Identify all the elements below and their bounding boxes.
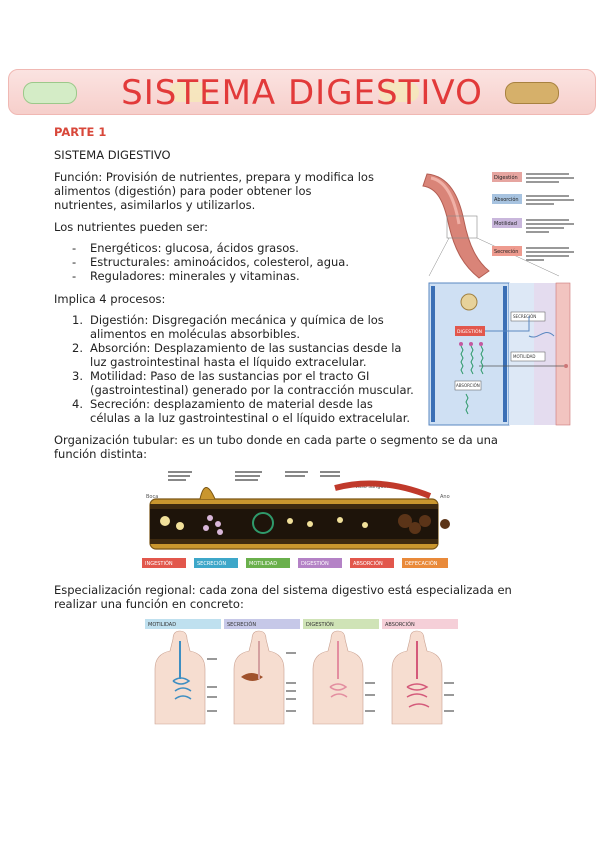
item-text: Secreción: desplazamiento de material de… — [90, 397, 411, 425]
side-label-ano: Ano — [440, 494, 450, 500]
tag-label-ingestion: INGESTIÓN — [145, 560, 173, 567]
figure-regional: MOTILIDAD SECRECIÓN DIGESTIÓN ABSORCIÓN — [145, 619, 460, 727]
header-label-motilidad: MOTILIDAD — [148, 622, 176, 628]
tag-defecacion — [402, 558, 448, 568]
absorption-arrows — [460, 345, 484, 415]
inner-tag-digestion — [455, 326, 485, 336]
list-item: 2. Absorción: Desplazamiento de las susta… — [54, 341, 414, 369]
page-title: SISTEMA DIGESTIVO — [121, 73, 483, 113]
vesicle — [460, 293, 478, 311]
procesos-intro: Implica 4 procesos: — [54, 292, 166, 306]
section-heading: PARTE 1 — [54, 125, 107, 139]
header-secrecion — [224, 619, 300, 629]
inner-tag-absorcion — [454, 380, 482, 391]
figure-tubular: Boca Ano Vaso sanguíneo INGESTIÓN SECREC… — [140, 466, 460, 574]
legend-label-absorcion: Absorción — [494, 196, 519, 203]
especializacion-paragraph: Especialización regional: cada zona del … — [54, 583, 512, 611]
decor-pill-right — [505, 82, 559, 104]
tag-absorcion — [350, 558, 394, 568]
header-label-secrecion: SECRECIÓN — [227, 621, 256, 628]
tag-digestion — [298, 558, 342, 568]
nutrientes-list: Energéticos: glucosa, ácidos grasos. Est… — [54, 241, 384, 283]
tag-label-absorcion: ABSORCIÓN — [353, 560, 383, 567]
motility-arrow — [252, 512, 274, 534]
tag-label-secrecion: SECRECIÓN — [197, 560, 226, 567]
header-absorcion — [382, 619, 458, 629]
torso-absorcion — [391, 630, 443, 725]
decor-pill-mid-2 — [379, 82, 419, 102]
item-number: 4. — [72, 397, 83, 411]
process-legend: Digestión Absorción Motilidad Secreción — [492, 172, 574, 261]
list-item: 4. Secreción: desplazamiento de material … — [54, 397, 414, 425]
list-item: Reguladores: minerales y vitaminas. — [54, 269, 384, 283]
organizacion-paragraph: Organización tubular: es un tubo donde e… — [54, 433, 498, 461]
tag-label-digestion: DIGESTIÓN — [301, 560, 329, 567]
header-digestion — [303, 619, 379, 629]
item-text: Digestión: Disgregación mecánica y quími… — [90, 313, 384, 341]
legend-text-lines — [526, 173, 574, 261]
inner-tag-motilidad — [510, 351, 546, 362]
legend-label-secrecion: Secreción — [494, 248, 518, 255]
tag-ingestion — [142, 558, 186, 568]
header-motilidad — [145, 619, 221, 629]
legend-swatch-secrecion — [492, 246, 522, 256]
feces — [398, 514, 450, 534]
legend-label-motilidad: Motilidad — [494, 221, 517, 227]
tag-secrecion — [194, 558, 238, 568]
item-text: Absorción: Desplazamiento de las sustanc… — [90, 341, 402, 369]
inner-label-digestion: DIGESTIÓN — [457, 328, 482, 335]
legend-label-digestion: Digestión — [494, 174, 518, 181]
inner-tag-secrecion — [510, 311, 546, 322]
tag-label-motilidad: MOTILIDAD — [249, 561, 277, 567]
decor-pill-left — [23, 82, 77, 104]
organ-label-lines — [207, 652, 454, 712]
tag-motilidad — [246, 558, 290, 568]
region-headers: MOTILIDAD SECRECIÓN DIGESTIÓN ABSORCIÓN — [145, 619, 458, 629]
inner-label-secrecion: SECRECIÓN — [513, 314, 536, 319]
tag-label-defecacion: DEFECACIÓN — [405, 560, 438, 567]
procesos-list: 1. Digestión: Disgregación mecánica y quí… — [54, 313, 414, 425]
item-number: 3. — [72, 369, 83, 383]
list-item: 3. Motilidad: Paso de las sustancias por … — [54, 369, 414, 397]
legend-swatch-absorcion — [492, 194, 522, 204]
list-item: 1. Digestión: Disgregación mecánica y quí… — [54, 313, 414, 341]
inner-label-absorcion: ABSORCIÓN — [456, 383, 480, 388]
item-number: 1. — [72, 313, 83, 327]
funcion-paragraph: Función: Provisión de nutrientes, prepar… — [54, 170, 374, 212]
title-banner: SISTEMA DIGESTIVO — [8, 69, 596, 115]
figure-annotation-lines — [168, 471, 340, 481]
molecules — [459, 342, 483, 346]
list-item: Estructurales: aminoácidos, colesterol, … — [54, 255, 384, 269]
cell-wall — [431, 286, 507, 422]
item-number: 2. — [72, 341, 83, 355]
gland — [199, 487, 216, 500]
decor-pill-mid-1 — [169, 82, 209, 102]
legend-swatch-digestion — [492, 172, 522, 182]
torso-secrecion — [233, 630, 285, 725]
food-particles — [160, 516, 368, 530]
inner-label-motilidad: MOTILIDAD — [513, 354, 535, 359]
legend-swatch-motilidad — [492, 218, 522, 228]
header-label-absorcion: ABSORCIÓN — [385, 621, 415, 628]
blood-vessel — [334, 480, 432, 499]
subtitle: SISTEMA DIGESTIVO — [54, 148, 171, 162]
item-text: Motilidad: Paso de las sustancias por el… — [90, 369, 414, 397]
side-label-boca: Boca — [146, 494, 158, 500]
header-label-digestion: DIGESTIÓN — [306, 621, 334, 628]
nutrientes-intro: Los nutrientes pueden ser: — [54, 220, 208, 234]
process-tags: INGESTIÓN SECRECIÓN MOTILIDAD DIGESTIÓN … — [142, 558, 448, 568]
torso-digestion — [312, 630, 364, 725]
torso-motilidad — [154, 630, 206, 725]
figure-processes: Digestión Absorción Motilidad Secreción … — [419, 166, 584, 428]
list-item: Energéticos: glucosa, ácidos grasos. — [54, 241, 384, 255]
secretion-particles — [203, 515, 223, 535]
